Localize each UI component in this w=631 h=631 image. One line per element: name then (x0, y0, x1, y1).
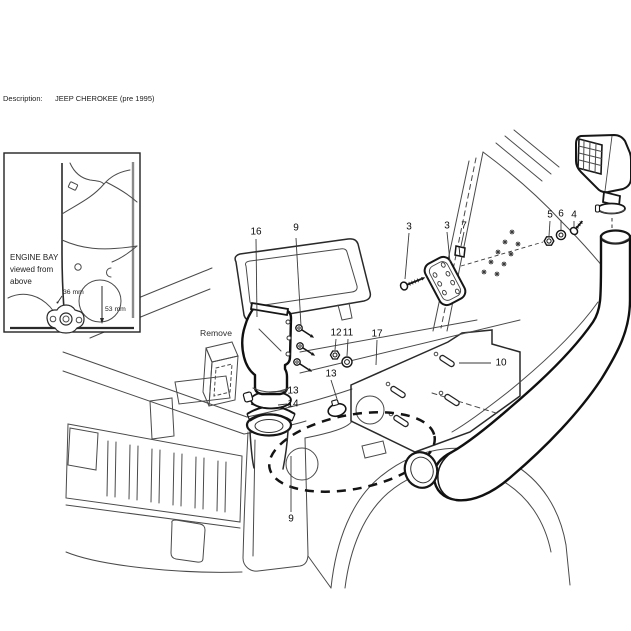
inset-caption-line3: above (10, 277, 32, 286)
pillar-hole-marks (460, 229, 544, 277)
remove-label: Remove (200, 328, 232, 338)
inset-bolt-flange (46, 304, 85, 334)
hose-route-dashed (267, 411, 437, 493)
snorkel-elbow-16 (241, 301, 293, 396)
snorkel-tube-rim (599, 229, 631, 245)
washer-6 (555, 229, 567, 241)
remove-duct (202, 341, 239, 407)
hose-clamp-13-mid (327, 399, 347, 418)
air-ram-head (575, 133, 631, 232)
leader-lines (255, 220, 575, 512)
inset-drawing (7, 162, 138, 334)
vehicle-description: JEEP CHEROKEE (pre 1995) (55, 94, 155, 103)
screws-9 (293, 324, 316, 372)
inset-hole-53mm (78, 279, 122, 323)
mounting-plate-3 (423, 255, 467, 307)
washer-11 (341, 356, 353, 368)
vehicle-outline (62, 267, 385, 573)
grille (65, 423, 243, 523)
inset-caption-line2: viewed from (10, 265, 53, 274)
studs-10 (385, 351, 460, 428)
bolt-3 (399, 277, 426, 291)
nut-12 (329, 350, 341, 360)
clip-7 (454, 245, 466, 258)
nut-5 (543, 236, 555, 246)
bolt-4 (569, 220, 584, 236)
head-clamp (594, 202, 626, 215)
engine-bay-inset: ENGINE BAY viewed from above 36 mm 53 mm (3, 152, 141, 334)
inset-caption-line1: ENGINE BAY (10, 253, 59, 262)
dim-53mm: 53 mm (105, 306, 126, 313)
description-label: Description: (3, 94, 43, 103)
snorkel-body (403, 229, 631, 502)
dim-36mm: 36 mm (63, 289, 84, 296)
